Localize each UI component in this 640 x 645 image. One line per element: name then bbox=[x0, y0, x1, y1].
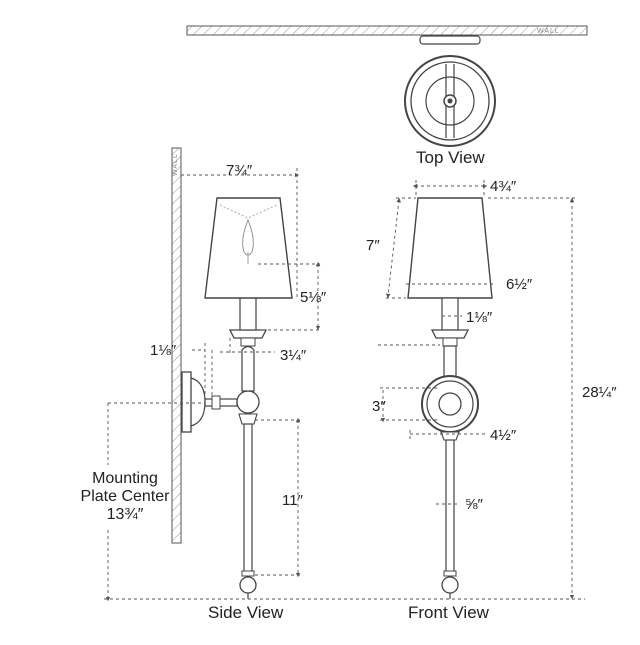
side-lower-collar bbox=[238, 413, 258, 425]
top-view-label: Top View bbox=[416, 148, 485, 167]
front-knuckle bbox=[438, 392, 462, 416]
mounting-value: 13¾″ bbox=[106, 506, 144, 523]
dim-front-plate-width: 4½″ bbox=[490, 427, 517, 444]
side-view bbox=[171, 147, 293, 599]
front-lower-collar bbox=[440, 431, 460, 441]
top-wall bbox=[186, 25, 588, 36]
dim-front-shade-height: 7″ bbox=[366, 237, 380, 254]
front-lower-rod bbox=[445, 439, 455, 575]
dim-side-shade-height: 5⅛″ bbox=[300, 289, 327, 306]
front-finial bbox=[441, 576, 459, 594]
wall-label-top: WALL bbox=[537, 28, 560, 35]
side-cup-neck bbox=[240, 337, 256, 347]
top-cup bbox=[425, 76, 475, 126]
side-finial-collar bbox=[241, 570, 255, 577]
dimension-lines bbox=[104, 168, 585, 602]
dim-front-rod: ⅝″ bbox=[465, 496, 483, 513]
dim-side-plate-offset: 1⅛″ bbox=[150, 342, 177, 359]
front-finial-collar bbox=[443, 570, 457, 577]
front-backplate-inner bbox=[426, 380, 474, 428]
front-cup-neck bbox=[442, 337, 458, 347]
top-view bbox=[186, 25, 588, 147]
side-cup bbox=[228, 329, 268, 339]
front-candle bbox=[441, 297, 459, 331]
dim-side-lower-length: 11″ bbox=[282, 492, 303, 509]
dim-front-candle: 1⅛″ bbox=[466, 309, 493, 326]
dim-front-bottom-shade: 6½″ bbox=[506, 276, 533, 293]
side-arm-collar bbox=[211, 395, 221, 410]
side-upper-column bbox=[241, 345, 255, 392]
dim-front-top-shade: 4¾″ bbox=[490, 178, 517, 195]
top-center-dot bbox=[447, 98, 453, 104]
dim-overall-height: 28¼″ bbox=[582, 384, 617, 401]
front-shade bbox=[407, 197, 493, 299]
top-backplate-inner bbox=[410, 61, 490, 141]
side-shade bbox=[204, 197, 293, 299]
side-shade-inner bbox=[219, 204, 278, 219]
side-backplate bbox=[181, 371, 192, 433]
side-view-label: Side View bbox=[208, 603, 284, 622]
front-view-label: Front View bbox=[408, 603, 489, 622]
side-lower-rod bbox=[243, 423, 253, 575]
side-backplate-flange bbox=[190, 377, 206, 427]
front-upper-column bbox=[443, 345, 457, 379]
side-knuckle bbox=[236, 390, 260, 414]
mounting-line2: Plate Center bbox=[80, 488, 170, 505]
front-cup bbox=[430, 329, 470, 339]
dim-side-cup-width: 3¼″ bbox=[280, 347, 307, 364]
side-finial bbox=[239, 576, 257, 594]
side-arm bbox=[204, 398, 238, 407]
top-wall-bracket bbox=[419, 35, 481, 45]
dim-front-plate-height: 3″ bbox=[372, 398, 386, 415]
dim-side-shade-width: 7¾″ bbox=[226, 162, 253, 179]
front-view bbox=[407, 197, 493, 599]
wall-label-side: WALL bbox=[172, 153, 179, 176]
mounting-line1: Mounting bbox=[92, 470, 158, 487]
mounting-plate-label: Mounting Plate Center 13¾″ bbox=[70, 470, 180, 524]
side-wall bbox=[171, 147, 182, 544]
